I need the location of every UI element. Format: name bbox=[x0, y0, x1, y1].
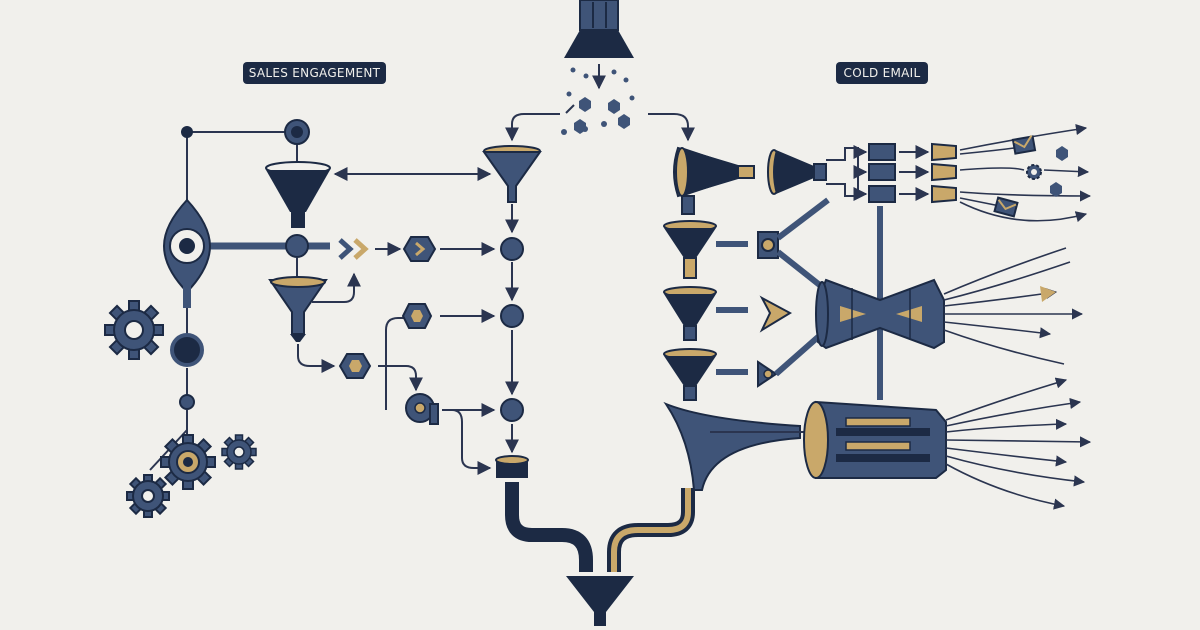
nozzle-icon bbox=[931, 142, 957, 204]
gear-icon bbox=[221, 434, 257, 470]
splitter-icon bbox=[826, 147, 859, 197]
flow-arrow bbox=[378, 365, 423, 392]
output-funnel-icon bbox=[566, 576, 634, 626]
hexagon-icon bbox=[402, 236, 437, 262]
sales-engagement-label-text: SALES ENGAGEMENT bbox=[249, 66, 381, 80]
node-icon bbox=[500, 237, 524, 261]
gear-icon bbox=[160, 434, 216, 490]
queue-box-icon bbox=[868, 143, 896, 203]
processor-icon bbox=[815, 278, 945, 350]
funnel-icon bbox=[268, 276, 328, 342]
gear-icon bbox=[104, 300, 164, 360]
flow-arrow bbox=[648, 113, 695, 142]
flow-arrow bbox=[505, 113, 560, 142]
envelope-icon bbox=[1011, 135, 1037, 155]
node-icon bbox=[170, 333, 204, 367]
node-icon bbox=[291, 126, 303, 138]
megaphone-icon bbox=[673, 146, 755, 215]
hub-icon bbox=[162, 198, 212, 308]
cylinder-processor-icon bbox=[803, 400, 947, 479]
funnel-icon bbox=[663, 220, 717, 279]
gear-icon bbox=[126, 474, 170, 518]
cold-email-label-text: COLD EMAIL bbox=[844, 66, 921, 80]
cylinder-icon bbox=[495, 455, 529, 478]
funnel-icon bbox=[265, 161, 331, 228]
valve-icon bbox=[757, 360, 778, 388]
output-lines bbox=[943, 247, 1084, 365]
pump-icon bbox=[405, 393, 439, 425]
hexagon-icon bbox=[1056, 146, 1068, 161]
right-output-pipe-core bbox=[611, 488, 691, 572]
funnel-icon bbox=[482, 145, 542, 203]
node-icon bbox=[179, 394, 195, 410]
arrowhead-icon bbox=[759, 295, 793, 333]
particle-cluster-icon bbox=[561, 67, 635, 135]
output-lines bbox=[945, 377, 1092, 510]
left-output-pipe bbox=[505, 482, 593, 572]
funnel-icon bbox=[663, 286, 717, 341]
hexagon-icon bbox=[338, 353, 372, 379]
hexagon-icon bbox=[1050, 182, 1062, 197]
top-hopper-icon bbox=[564, 0, 634, 90]
flow-arrow bbox=[451, 409, 492, 475]
connector-line bbox=[385, 317, 404, 410]
trumpet-icon bbox=[663, 401, 822, 491]
gear-icon bbox=[1026, 164, 1042, 180]
arrowhead-icon bbox=[1040, 286, 1056, 302]
megaphone-icon bbox=[767, 149, 827, 195]
sales-engagement-label: SALES ENGAGEMENT bbox=[243, 62, 386, 84]
node-icon bbox=[181, 126, 193, 138]
flow-arrow bbox=[312, 272, 361, 303]
valve-icon bbox=[757, 231, 779, 259]
envelope-icon bbox=[993, 196, 1019, 218]
hexagon-icon bbox=[401, 303, 433, 329]
cold-email-label: COLD EMAIL bbox=[836, 62, 928, 84]
node-icon bbox=[285, 234, 309, 258]
node-icon bbox=[500, 304, 524, 328]
node-icon bbox=[500, 398, 524, 422]
chevron-right-icon bbox=[338, 238, 369, 260]
funnel-icon bbox=[663, 348, 717, 401]
flow-arrow bbox=[297, 344, 336, 373]
